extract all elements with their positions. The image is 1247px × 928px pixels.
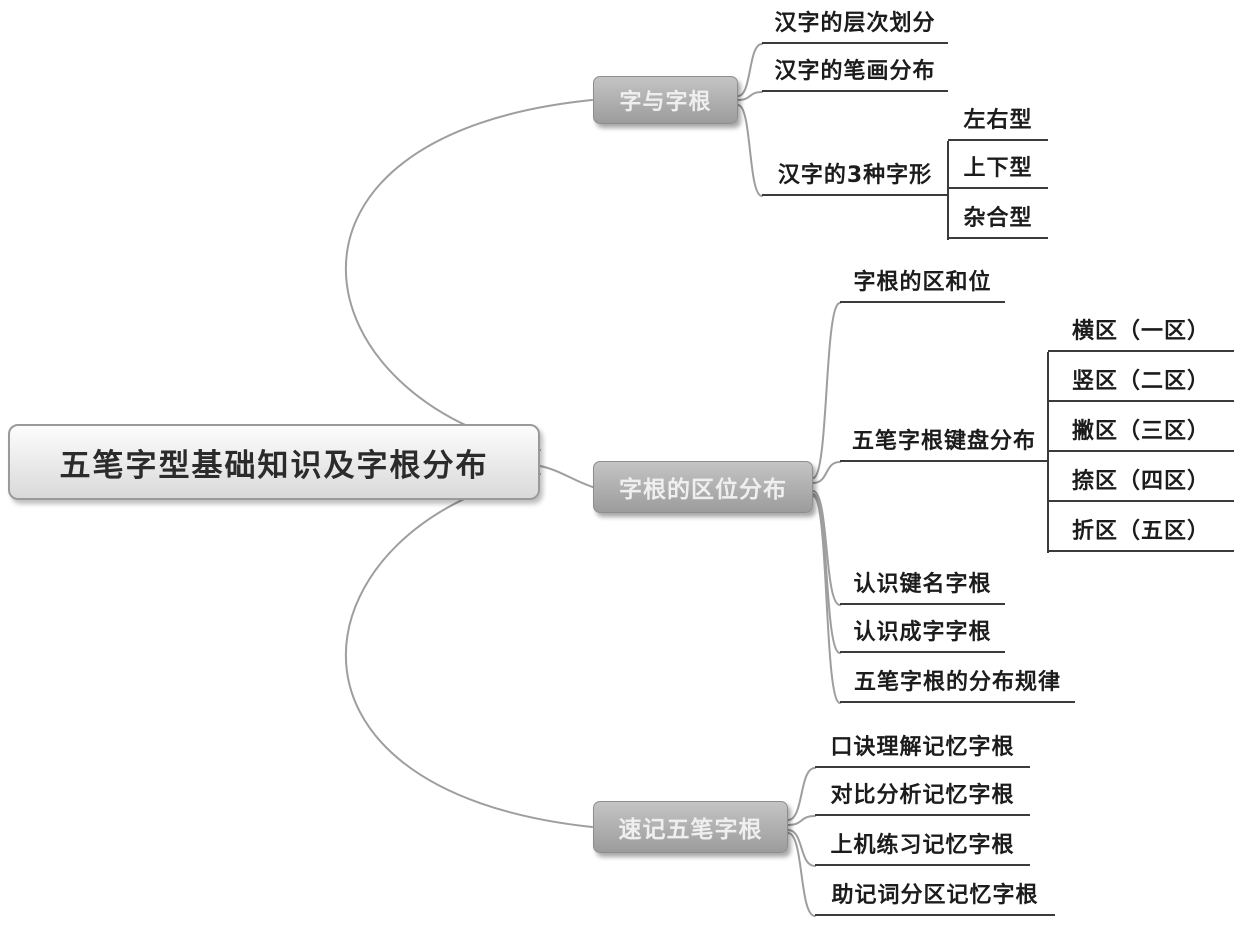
connector-branch3-leaf2 [787, 815, 816, 826]
leaf-topic: 五笔字根的分布规律 [840, 668, 1075, 703]
subleaf-topic: 折区（五区） [1048, 517, 1234, 552]
leaf-topic: 认识成字字根 [840, 618, 1005, 653]
subleaf-topic: 杂合型 [948, 204, 1048, 239]
leaf-topic: 汉字的层次划分 [762, 9, 948, 44]
subleaf-topic: 撇区（三区） [1048, 417, 1234, 452]
branch-topic-suji-zigen: 速记五笔字根 [593, 801, 788, 853]
leaf-topic: 对比分析记忆字根 [815, 781, 1030, 816]
subleaf-topic: 左右型 [948, 106, 1048, 141]
branch-topic-zi-yu-zigen: 字与字根 [593, 76, 738, 124]
leaf-topic: 汉字的3种字形 [762, 161, 948, 196]
connector-branch3-leaf4 [787, 832, 816, 917]
connector-root-branch3 [344, 473, 593, 828]
leaf-topic: 字根的区和位 [840, 268, 1005, 303]
connector-branch2-leaf5 [812, 495, 841, 704]
subleaf-topic: 竖区（二区） [1048, 367, 1234, 402]
connector-branch3-leaf1 [787, 767, 816, 821]
connector-branch1-leaf3 [737, 104, 763, 197]
connector-branch2-leaf2 [812, 461, 841, 484]
leaf-topic: 口诀理解记忆字根 [815, 733, 1030, 768]
subleaf-topic: 上下型 [948, 154, 1048, 189]
leaf-topic: 助记词分区记忆字根 [815, 881, 1055, 916]
leaf-topic: 上机练习记忆字根 [815, 831, 1030, 866]
subleaf-topic: 横区（一区） [1048, 317, 1234, 352]
connector-branch1-leaf1 [737, 43, 763, 97]
leaf-topic: 五笔字根键盘分布 [840, 427, 1048, 462]
leaf-topic: 认识键名字根 [840, 570, 1005, 605]
connector-root-branch2 [539, 465, 594, 488]
subleaf-topic: 捺区（四区） [1048, 467, 1234, 502]
connector-root-branch1 [344, 99, 593, 451]
branch-topic-quwei-fenbu: 字根的区位分布 [593, 461, 813, 513]
leaf-topic: 汉字的笔画分布 [762, 57, 948, 92]
connector-branch3-leaf3 [787, 829, 816, 867]
root-topic: 五笔字型基础知识及字根分布 [8, 424, 540, 500]
connector-branch1-leaf2 [737, 91, 763, 101]
connector-branch2-leaf3 [812, 490, 841, 606]
connector-branch2-leaf1 [812, 302, 841, 479]
connector-branch2-leaf4 [812, 493, 841, 654]
